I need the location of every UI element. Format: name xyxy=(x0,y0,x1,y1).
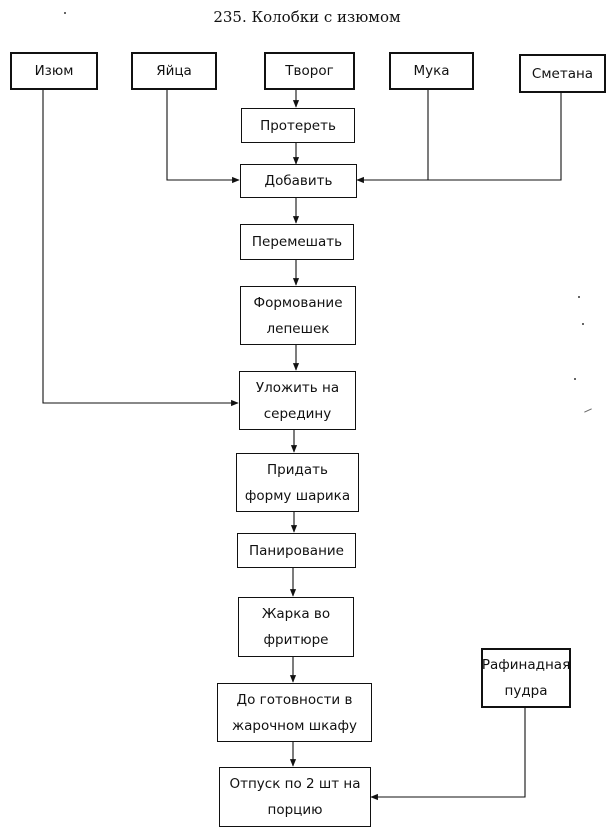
step-place: Уложить на середину xyxy=(239,371,356,430)
ingredient-sour-cream: Сметана xyxy=(519,54,606,93)
ingredient-eggs: Яйца xyxy=(131,52,217,90)
ingredient-powdered-sugar: Рафинадная пудра xyxy=(481,648,571,708)
scan-speck xyxy=(64,12,66,14)
arrow-sourcream-to-add xyxy=(356,93,562,184)
ingredient-raisins: Изюм xyxy=(10,52,98,90)
arrow-eggs-to-add xyxy=(166,90,240,184)
step-add: Добавить xyxy=(240,164,357,198)
diagram-title: 235. Колобки с изюмом xyxy=(213,8,401,26)
step-shape: Формование лепешек xyxy=(240,286,356,345)
scan-speck xyxy=(574,378,576,380)
step-bread: Панирование xyxy=(237,533,356,568)
step-bake: До готовности в жарочном шкафу xyxy=(217,683,372,742)
scan-speck xyxy=(578,296,580,298)
step-rub: Протереть xyxy=(241,108,355,143)
step-fry: Жарка во фритюре xyxy=(238,597,354,657)
step-serve: Отпуск по 2 шт на порцию xyxy=(219,767,371,827)
arrow-raisins-to-place xyxy=(42,90,239,407)
step-ball: Придать форму шарика xyxy=(236,453,359,512)
scan-speck xyxy=(582,323,584,325)
ingredient-flour: Мука xyxy=(389,52,474,90)
ingredient-cottage-cheese: Творог xyxy=(264,52,355,90)
arrow-sugar-to-serve xyxy=(370,708,526,801)
step-mix: Перемешать xyxy=(240,224,354,260)
